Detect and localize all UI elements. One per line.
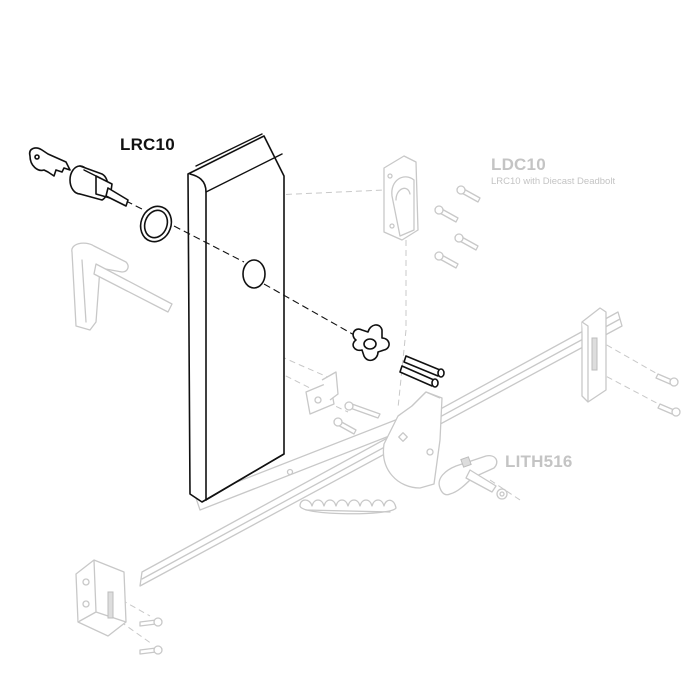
lrc10-label: LRC10 (120, 135, 175, 154)
door-panel (187, 133, 285, 503)
ldc10-label: LDC10 (491, 155, 546, 174)
left-rod-guide-bracket (75, 559, 127, 637)
right-rod-guide-bracket (581, 307, 607, 403)
deadbolt-screws (434, 185, 481, 269)
wing-nut (352, 324, 390, 362)
lock-rod (139, 311, 623, 587)
right-bracket-screws (655, 373, 681, 417)
rod-clip-bracket (305, 371, 339, 415)
long-screws (399, 355, 445, 388)
diecast-deadbolt (383, 155, 419, 241)
cam-plate (382, 391, 443, 489)
bracket-screws (333, 401, 381, 435)
handle (71, 242, 173, 331)
t-handle (438, 455, 508, 500)
left-bracket-screws (139, 617, 163, 655)
key (28, 147, 71, 177)
gasket-ring (139, 205, 173, 243)
lith516-label: LITH516 (505, 452, 573, 471)
ldc10-description: LRC10 with Diecast Deadbolt (491, 176, 616, 187)
lock-cylinder (69, 165, 129, 207)
spring (299, 499, 397, 515)
